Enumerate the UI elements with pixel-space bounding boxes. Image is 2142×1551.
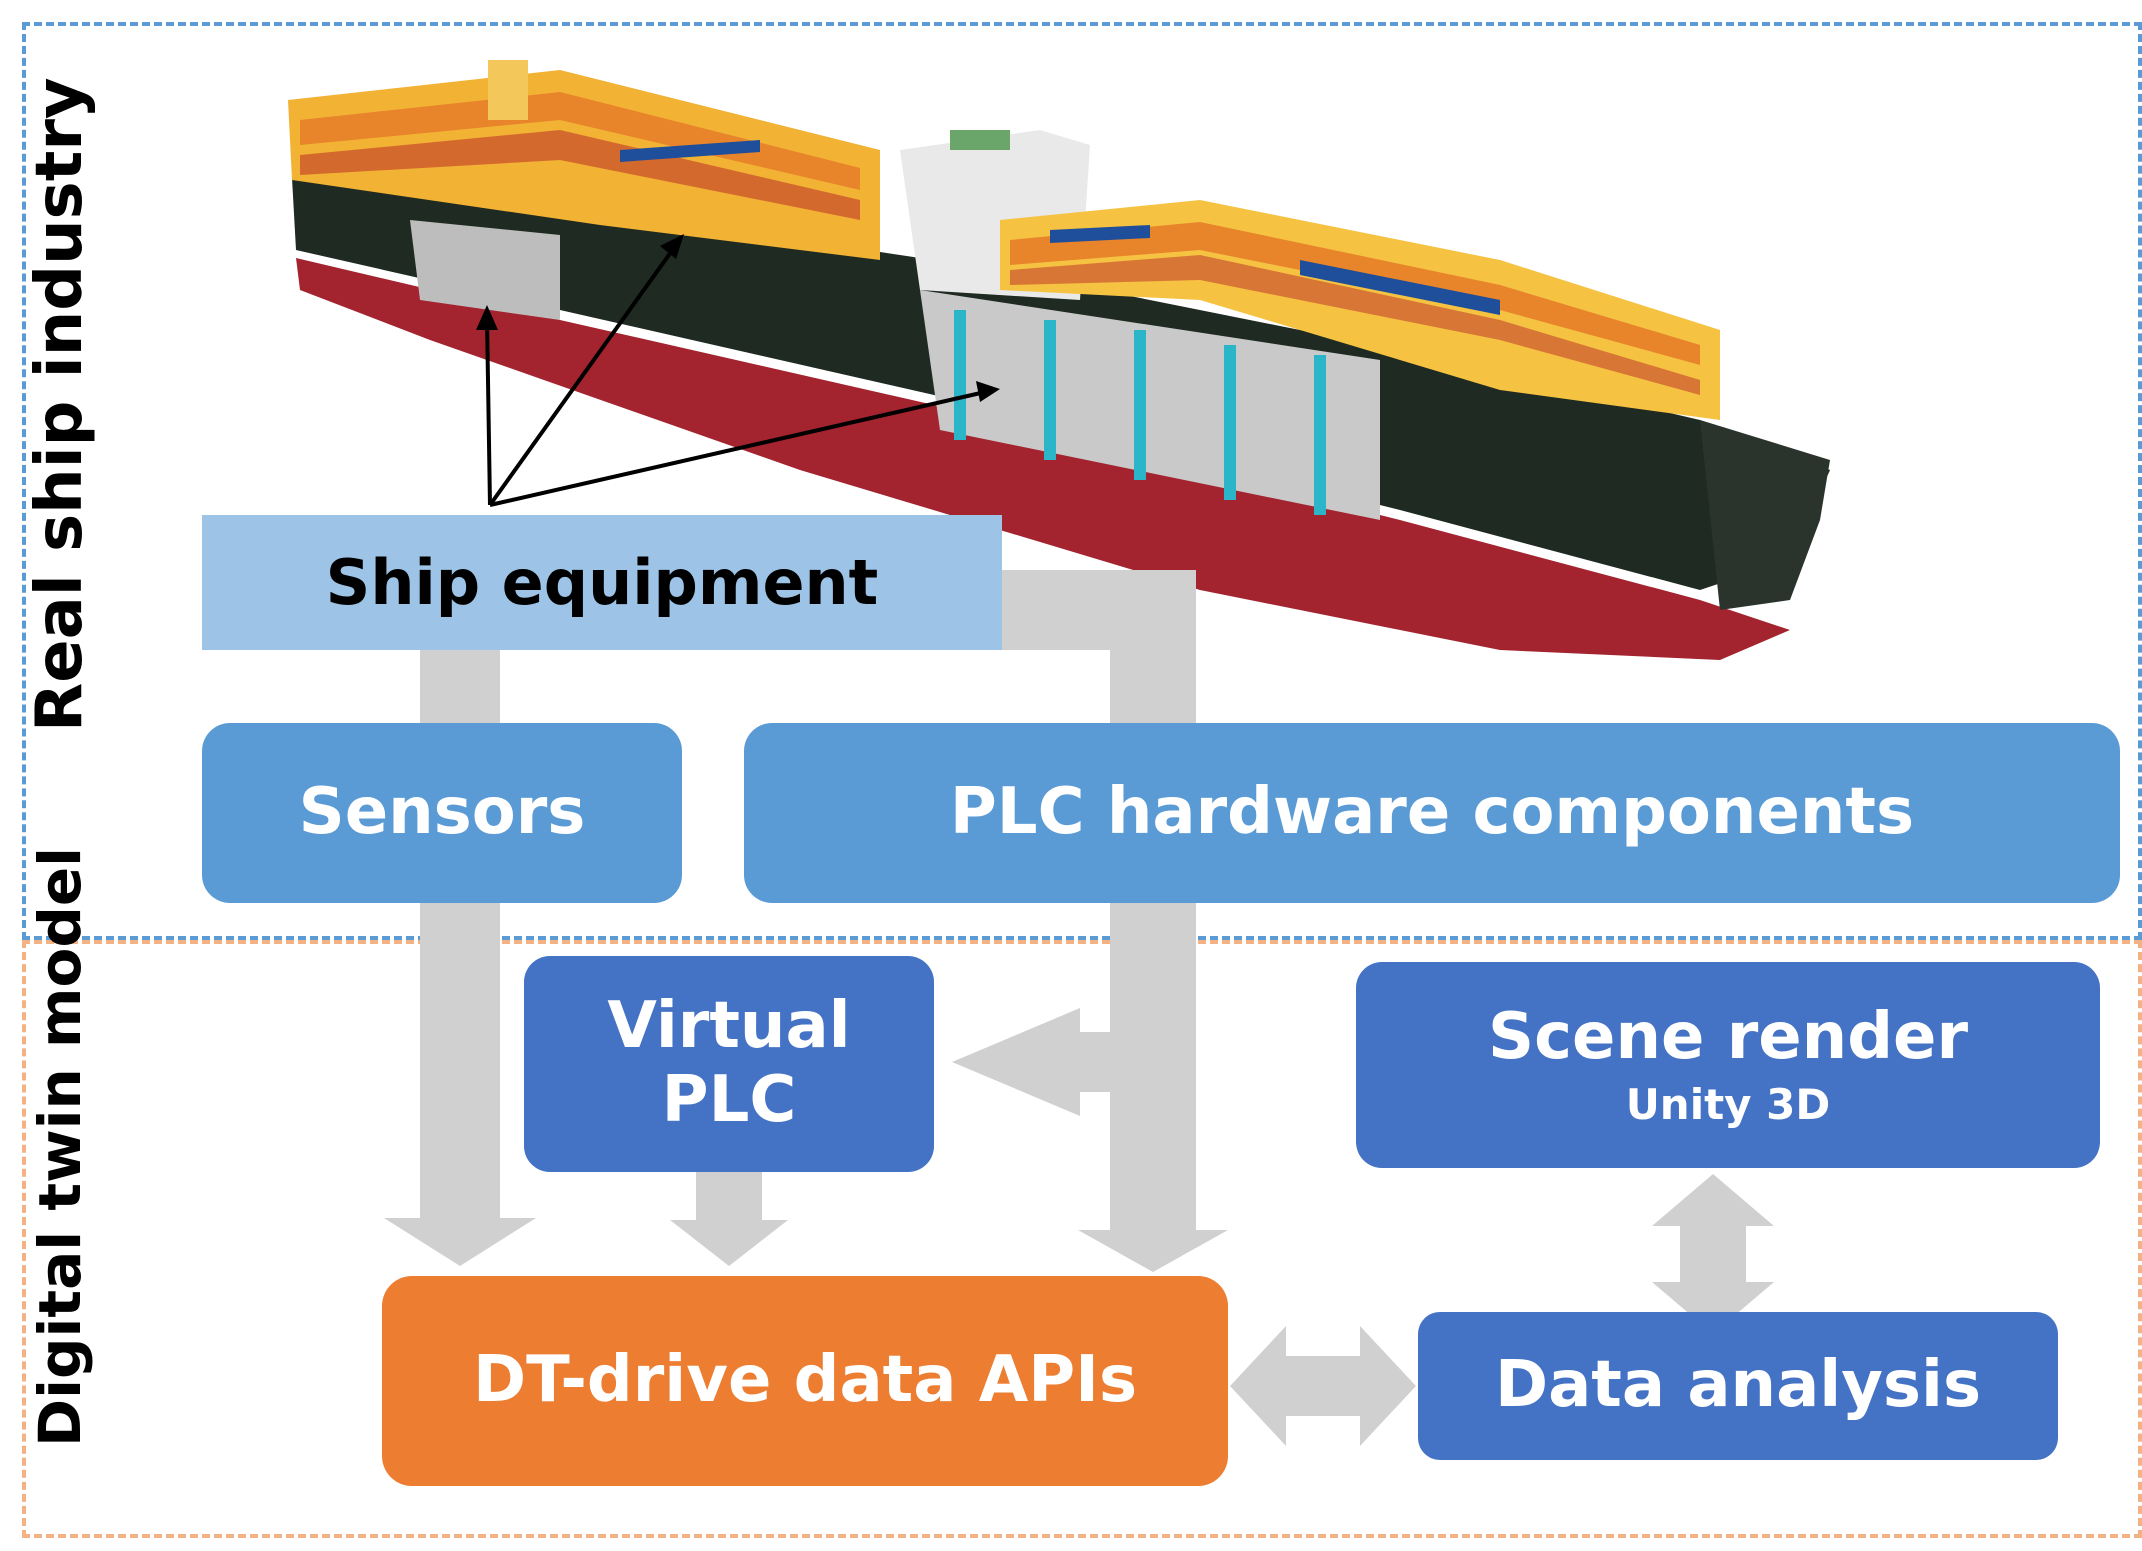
ship-equipment-pointers [476, 234, 1000, 507]
cell-guides [954, 310, 1326, 515]
ship-cutaway-hold [920, 290, 1380, 520]
ship-hull-lower [296, 258, 1790, 660]
digital-twin-model-region [22, 940, 2142, 1538]
dt-drive-data-apis-label: DT-drive data APIs [472, 1343, 1138, 1418]
real-ship-industry-region [22, 22, 2142, 940]
scene-render-sublabel: Unity 3D [1625, 1079, 1831, 1129]
arrow-ship-to-dt-api [1002, 570, 1228, 1272]
plc-hardware-box: PLC hardware components [744, 723, 2120, 903]
sensors-label: Sensors [298, 775, 586, 850]
sensors-box: Sensors [202, 723, 682, 903]
virtual-plc-label-line1: Virtual [607, 989, 851, 1064]
arrow-dt-api-data-analysis [1230, 1326, 1416, 1446]
scene-render-box: Scene render Unity 3D [1356, 962, 2100, 1168]
scene-render-label: Scene render [1488, 1000, 1968, 1075]
plc-hardware-label: PLC hardware components [949, 775, 1915, 850]
real-ship-industry-label: Real ship industry [23, 77, 97, 732]
virtual-plc-label-line2: PLC [661, 1063, 797, 1137]
ship-equipment-box: Ship equipment [202, 515, 1002, 650]
digital-twin-model-label: Digital twin model [26, 846, 94, 1447]
data-analysis-label: Data analysis [1494, 1348, 1982, 1423]
arrow-plc-to-virtual-plc [952, 1008, 1136, 1116]
dt-drive-data-apis-box: DT-drive data APIs [382, 1276, 1228, 1486]
arrow-scene-render-data-analysis [1652, 1174, 1774, 1334]
ship-bow [1700, 420, 1830, 610]
data-analysis-box: Data analysis [1418, 1312, 2058, 1460]
container-ship-illustration [288, 60, 1830, 660]
ship-equipment-label: Ship equipment [325, 545, 879, 619]
arrow-virtual-plc-to-dt-api [670, 1172, 788, 1266]
ship-cutaway-engine [410, 220, 560, 320]
virtual-plc-box: Virtual PLC [524, 956, 934, 1172]
